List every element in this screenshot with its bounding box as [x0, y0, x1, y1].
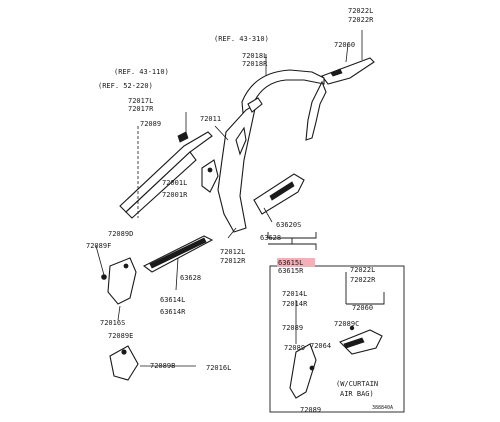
- inset-label-72089-c: 72089: [300, 406, 321, 414]
- leader-72012: [227, 227, 237, 239]
- label-63615l: 63615L: [278, 259, 303, 267]
- inset-label-curtain-1: (W/CURTAIN: [336, 380, 378, 388]
- label-63614l: 63614L: [160, 296, 185, 304]
- kick-panel-upper[interactable]: [101, 257, 137, 305]
- inset-label-72089-b: 72089: [284, 344, 305, 352]
- pillar-bracket[interactable]: [201, 159, 219, 193]
- lower-sill-trim[interactable]: [142, 235, 214, 273]
- label-72012l: 72012L: [220, 248, 245, 256]
- label-72012r: 72012R: [220, 257, 246, 265]
- label-63620s: 63620S: [276, 221, 301, 229]
- highlight-63615l: [277, 258, 315, 267]
- leader-72011: [214, 125, 229, 141]
- label-72089d: 72089D: [108, 230, 133, 238]
- bracket-63615: [268, 238, 317, 250]
- label-72017r: 72017R: [128, 105, 154, 113]
- figure-number: 388840A: [372, 405, 393, 411]
- front-pillar-trim[interactable]: [119, 131, 213, 219]
- inset-pillar-trim[interactable]: [289, 325, 383, 399]
- center-pillar-lower-trim[interactable]: [217, 97, 263, 233]
- label-72060: 72060: [334, 41, 355, 49]
- label-63628-b: 63628: [180, 274, 201, 282]
- label-72011: 72011: [200, 115, 221, 123]
- label-72016s: 72016S: [100, 319, 125, 327]
- inset-label-72089: 72089: [282, 324, 303, 332]
- rear-pillar-trim[interactable]: [321, 57, 375, 85]
- inset-label-72060: 72060: [352, 304, 373, 312]
- kick-panel-lower[interactable]: [109, 345, 139, 381]
- label-63614r: 63614R: [160, 308, 186, 316]
- label-63628: 63628: [260, 234, 281, 242]
- curtain-airbag-inset: [269, 265, 405, 413]
- label-72089: 72089: [140, 120, 161, 128]
- label-72001l: 72001L: [162, 179, 187, 187]
- center-pillar-upper-trim[interactable]: [241, 69, 327, 141]
- label-72017l: 72017L: [128, 97, 153, 105]
- inset-bracket-72022: [345, 272, 385, 305]
- label-72089e: 72089E: [108, 332, 133, 340]
- label-72089b: 72089B: [150, 362, 175, 370]
- leader-72060: [345, 43, 349, 63]
- label-72089f: 72089F: [86, 242, 111, 250]
- leader-63628: [263, 207, 273, 223]
- label-ref-43-310: (REF. 43-310): [214, 35, 269, 43]
- inset-label-72064: 72064: [310, 342, 331, 350]
- inset-label-72089c: 72089C: [334, 320, 359, 328]
- label-ref-43-110: (REF. 43-110): [114, 68, 169, 76]
- label-72022l: 72022L: [348, 7, 373, 15]
- inset-label-72022l: 72022L: [350, 266, 375, 274]
- inset-label-72022r: 72022R: [350, 276, 376, 284]
- leader-72016s: [117, 305, 121, 321]
- scuff-plate-63615[interactable]: [253, 173, 305, 215]
- inset-label-72014l: 72014L: [282, 290, 307, 298]
- label-ref-52-220: (REF. 52-220): [98, 82, 153, 90]
- label-63615r: 63615R: [278, 267, 304, 275]
- inset-label-curtain-2: AIR BAG): [340, 390, 374, 398]
- leader-72089f: [95, 245, 105, 276]
- label-72001r: 72001R: [162, 191, 188, 199]
- label-72018l: 72018L: [242, 52, 267, 60]
- label-72018r: 72018R: [242, 60, 268, 68]
- label-72022r: 72022R: [348, 16, 374, 24]
- inset-label-72014r: 72014R: [282, 300, 308, 308]
- leader-63614: [175, 257, 179, 291]
- label-72016l: 72016L: [206, 364, 231, 372]
